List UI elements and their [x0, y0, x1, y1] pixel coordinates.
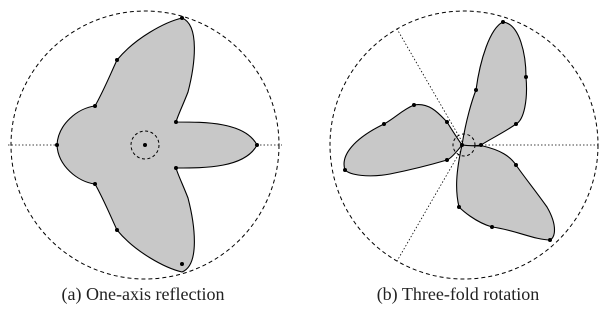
- vertex-b: [524, 75, 528, 79]
- vertex-b: [412, 103, 416, 107]
- vertex-a: [93, 104, 97, 108]
- vertices-a: [55, 16, 259, 266]
- vertex-a: [180, 262, 184, 266]
- shape-a: [56, 17, 258, 273]
- vertex-b: [445, 158, 449, 162]
- vertex-b: [445, 120, 449, 124]
- shape-b-lobe-2: [456, 144, 556, 241]
- vertex-b: [501, 20, 505, 24]
- vertex-b: [343, 168, 347, 172]
- vertex-a: [255, 143, 259, 147]
- vertex-b: [514, 122, 518, 126]
- vertices-b: [343, 20, 552, 242]
- center-circle-b: [452, 133, 476, 157]
- rotation-axis-1: [396, 28, 465, 146]
- caption-panel-a: (a) One-axis reflection: [61, 284, 225, 304]
- vertex-a: [55, 143, 59, 147]
- vertex-b: [479, 143, 483, 147]
- vertex-b: [514, 163, 518, 167]
- vertex-a: [174, 166, 178, 170]
- vertex-b: [457, 205, 461, 209]
- center-point-b: [460, 143, 464, 147]
- vertex-a: [174, 120, 178, 124]
- vertex-a: [180, 16, 184, 20]
- center-circle-a: [130, 130, 160, 160]
- caption-panel-b: (b) Three-fold rotation: [376, 284, 540, 304]
- shape-b-lobe-3: [343, 104, 463, 177]
- rotation-axis-2: [396, 144, 465, 262]
- vertex-a: [115, 58, 119, 62]
- vertex-b: [490, 225, 494, 229]
- vertex-a: [93, 182, 97, 186]
- vertex-b: [548, 238, 552, 242]
- shape-b-lobe-1: [461, 21, 528, 147]
- shape-b: [343, 21, 556, 241]
- vertex-b: [382, 122, 386, 126]
- vertex-b: [474, 88, 478, 92]
- panel-b-diagram: [329, 10, 599, 280]
- center-point-a: [143, 143, 147, 147]
- vertex-a: [115, 228, 119, 232]
- panel-a-diagram: [8, 10, 282, 280]
